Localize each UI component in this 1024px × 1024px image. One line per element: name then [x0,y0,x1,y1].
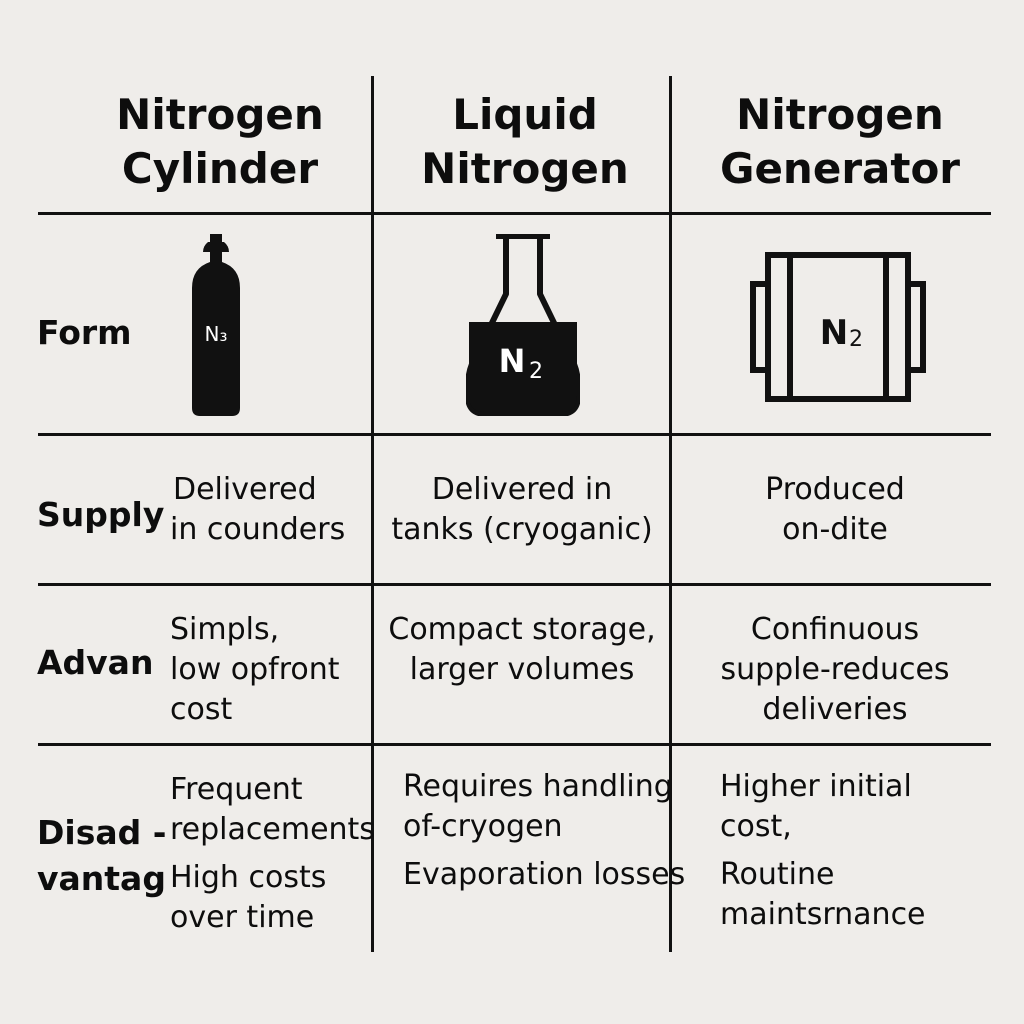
column-header-line1: Liquid [452,90,598,139]
cell-line: cost, [720,809,792,844]
cell-line: in counders [170,512,346,547]
gas-cylinder-icon: N₃ [190,234,242,416]
column-header-nitrogen-generator: Nitrogen Generator [695,88,985,198]
cell-line: low opfront [170,652,340,687]
supply-liquid-cell: Delivered in tanks (cryoganic) [382,470,662,550]
column-header-liquid-nitrogen: Liquid Nitrogen [385,88,665,198]
column-header-line1: Nitrogen [116,90,324,139]
cell-line: Routine [720,857,835,892]
column-header-line2: Nitrogen [421,144,629,193]
cell-line: Higher initial [720,769,912,804]
cell-line: replacements [170,812,375,847]
row-divider-supply [38,583,991,586]
column-divider-2 [669,76,672,952]
flask-label-subscript: 2 [529,359,543,384]
cryogenic-flask-icon: N 2 [466,234,580,416]
advantages-liquid-cell: Compact storage, larger volumes [382,610,662,690]
cell-line: larger volumes [409,652,635,687]
column-header-line2: Generator [719,144,961,193]
cell-line: Confinuous [750,612,920,647]
supply-cylinder-cell: Delivered in counders [170,470,345,550]
nitrogen-generator-icon: N 2 [750,252,926,402]
row-label-advantages: Advan [37,643,154,682]
cell-line: deliveries [762,692,908,727]
column-header-line2: Cylinder [121,144,319,193]
row-divider-advantages [38,743,991,746]
row-label-line2: vantag [37,859,166,898]
cell-line: Requires handling [403,769,673,804]
cell-line: on-dite [782,512,888,547]
cell-line: cost [170,692,233,727]
cell-line: over time [170,900,315,935]
cell-line: Simpls, [170,612,280,647]
disadvantages-liquid-cell: Requires handling of-cryogen Evaporation… [403,767,685,895]
supply-generator-cell: Produced on-dite [690,470,980,550]
cell-line: Compact storage, [388,612,656,647]
disadvantages-cylinder-cell: Frequent replacements High costs over ti… [170,770,375,938]
cell-line: Evaporation losses [403,857,686,892]
cell-line: Delivered in [431,472,613,507]
flask-label: N [499,342,526,380]
cell-line: tanks (cryoganic) [391,512,653,547]
cell-line: maintsrnance [720,897,926,932]
cell-line: Delivered [173,472,317,507]
cell-line: High costs [170,860,327,895]
column-header-nitrogen-cylinder: Nitrogen Cylinder [80,88,360,198]
row-label-supply: Supply [37,495,165,534]
cell-line: of-cryogen [403,809,563,844]
generator-label-subscript: 2 [849,327,863,352]
cell-line: Frequent [170,772,303,807]
cylinder-label: N₃ [205,322,228,346]
column-header-line1: Nitrogen [736,90,944,139]
row-label-line1: Disad - [37,813,167,852]
advantages-generator-cell: Confinuous supple-reduces deliveries [690,610,980,730]
column-divider-1 [371,76,374,952]
row-label-form: Form [37,313,132,352]
row-divider-form [38,433,991,436]
disadvantages-generator-cell: Higher initial cost, Routine maintsrnanc… [720,767,926,935]
row-label-disadvantages: Disad - vantag [37,810,166,902]
cell-line: supple-reduces [720,652,950,687]
generator-label: N [820,313,848,353]
row-divider-header [38,212,991,215]
cell-line: Produced [765,472,905,507]
advantages-cylinder-cell: Simpls, low opfront cost [170,610,340,730]
